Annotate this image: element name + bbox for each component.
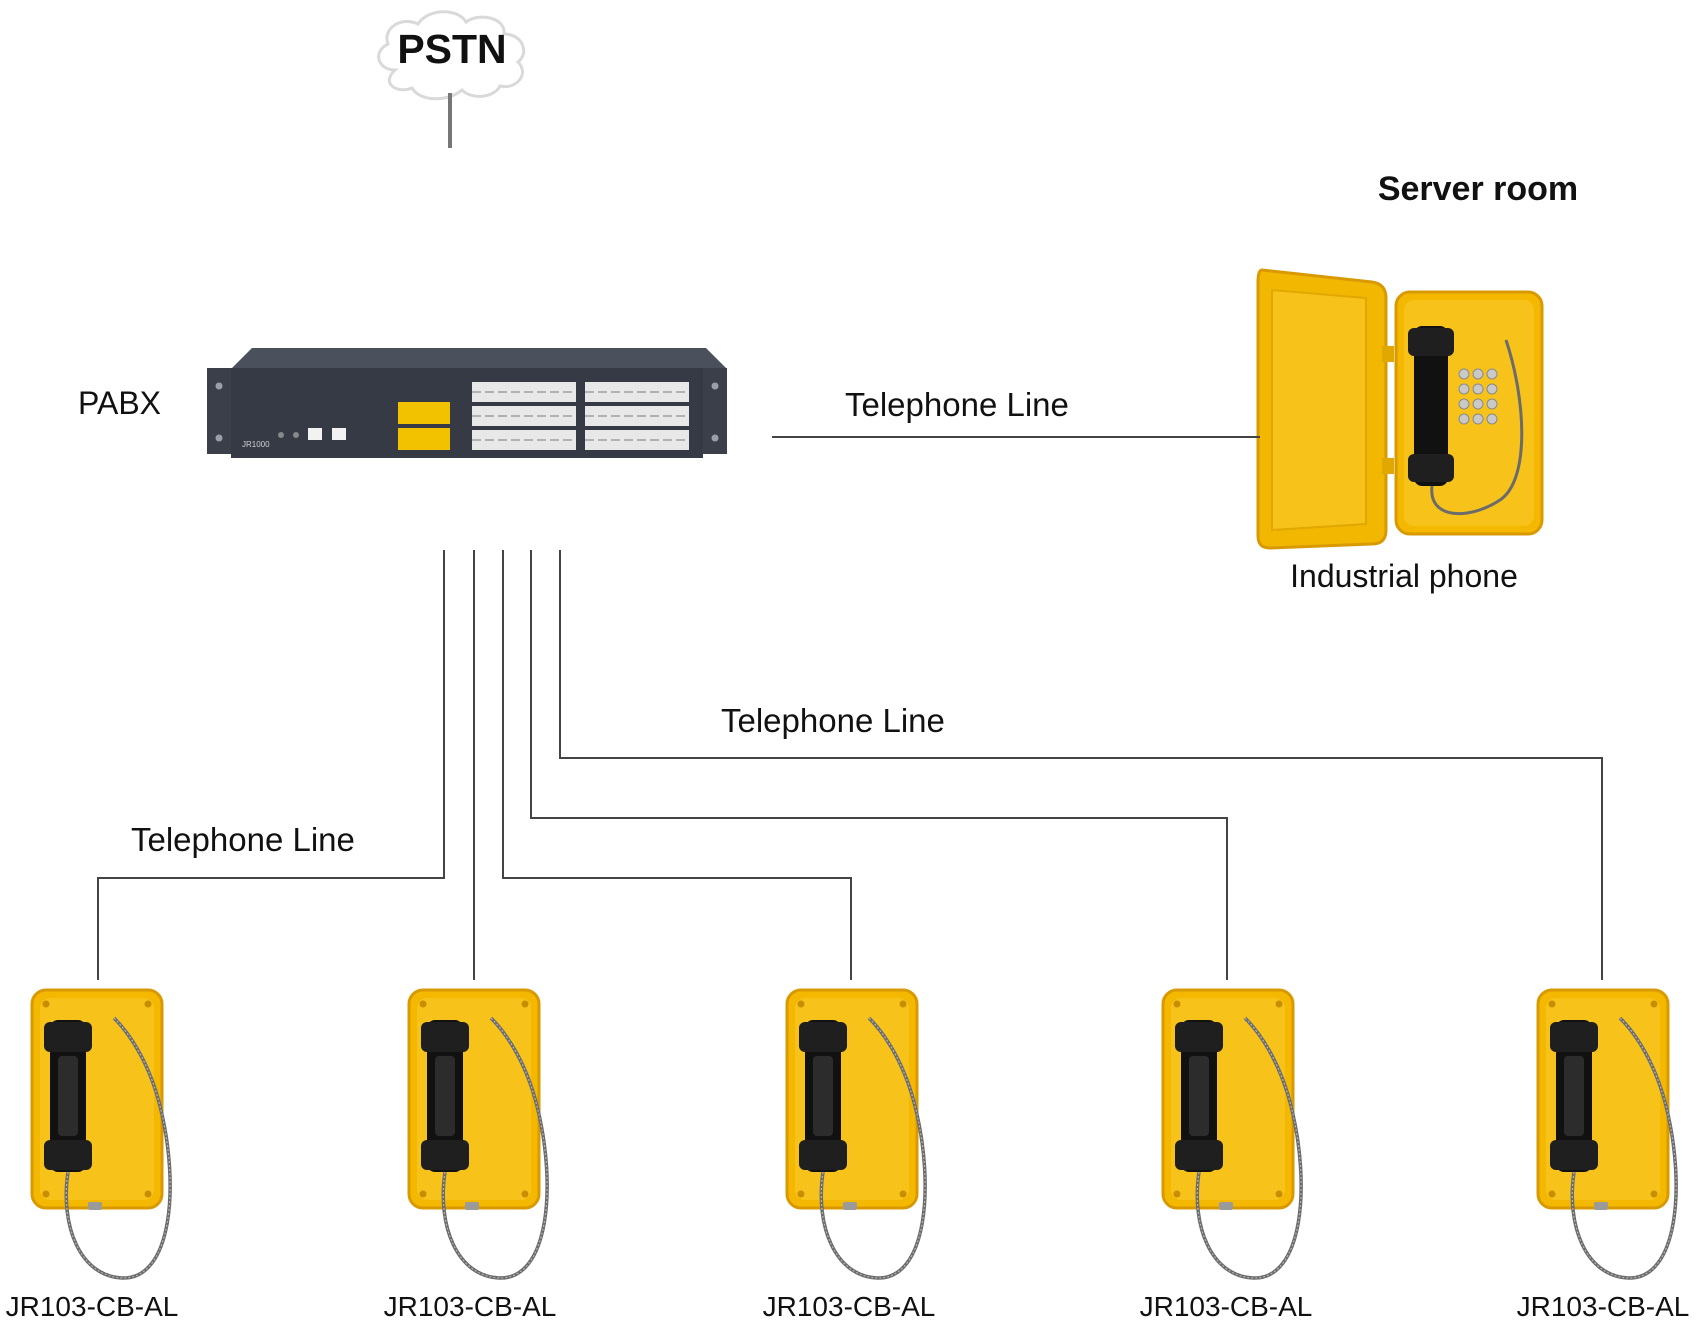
- keypad-key: [1486, 398, 1498, 410]
- phone-5: JR103-CB-AL: [1517, 988, 1690, 1322]
- pabx-model-text: JR1000: [242, 440, 270, 449]
- industrial-phone: [1256, 268, 1544, 550]
- phone-5-model: JR103-CB-AL: [1517, 1291, 1690, 1322]
- telephone-line-label-server: Telephone Line: [845, 386, 1069, 423]
- pabx-unit: JR1000: [207, 348, 727, 458]
- phone-4-model: JR103-CB-AL: [1140, 1291, 1313, 1322]
- telephone-line-label-mid: Telephone Line: [721, 702, 945, 739]
- telephone-line-label-left: Telephone Line: [131, 821, 355, 858]
- phone-4: JR103-CB-AL: [1140, 988, 1313, 1322]
- keypad-key: [1458, 413, 1470, 425]
- line-to-phone-3: [502, 550, 852, 980]
- pstn-label: PSTN: [397, 26, 506, 72]
- keypad-key: [1458, 368, 1470, 380]
- telephone-lines: [97, 436, 1603, 980]
- keypad-key: [1472, 398, 1484, 410]
- pabx-label: PABX: [78, 385, 161, 421]
- keypad-key: [1458, 398, 1470, 410]
- line-to-phone-4: [530, 550, 1228, 980]
- pstn-cloud: PSTN: [377, 10, 526, 101]
- phone-1: JR103-CB-AL: [6, 988, 179, 1322]
- keypad-key: [1458, 383, 1470, 395]
- line-to-phone-1: [97, 550, 445, 980]
- keypad-key: [1472, 413, 1484, 425]
- keypad-key: [1472, 383, 1484, 395]
- phone-3: JR103-CB-AL: [763, 988, 936, 1322]
- keypad-key: [1486, 383, 1498, 395]
- phone-3-model: JR103-CB-AL: [763, 1291, 936, 1322]
- keypad-key: [1472, 368, 1484, 380]
- keypad: [1458, 368, 1498, 425]
- phone-2: JR103-CB-AL: [384, 988, 557, 1322]
- phone-2-model: JR103-CB-AL: [384, 1291, 557, 1322]
- server-room-title: Server room: [1378, 170, 1578, 208]
- industrial-phone-label: Industrial phone: [1290, 558, 1518, 594]
- keypad-key: [1486, 413, 1498, 425]
- line-to-phone-5: [559, 550, 1603, 980]
- phone-1-model: JR103-CB-AL: [6, 1291, 179, 1322]
- keypad-key: [1486, 368, 1498, 380]
